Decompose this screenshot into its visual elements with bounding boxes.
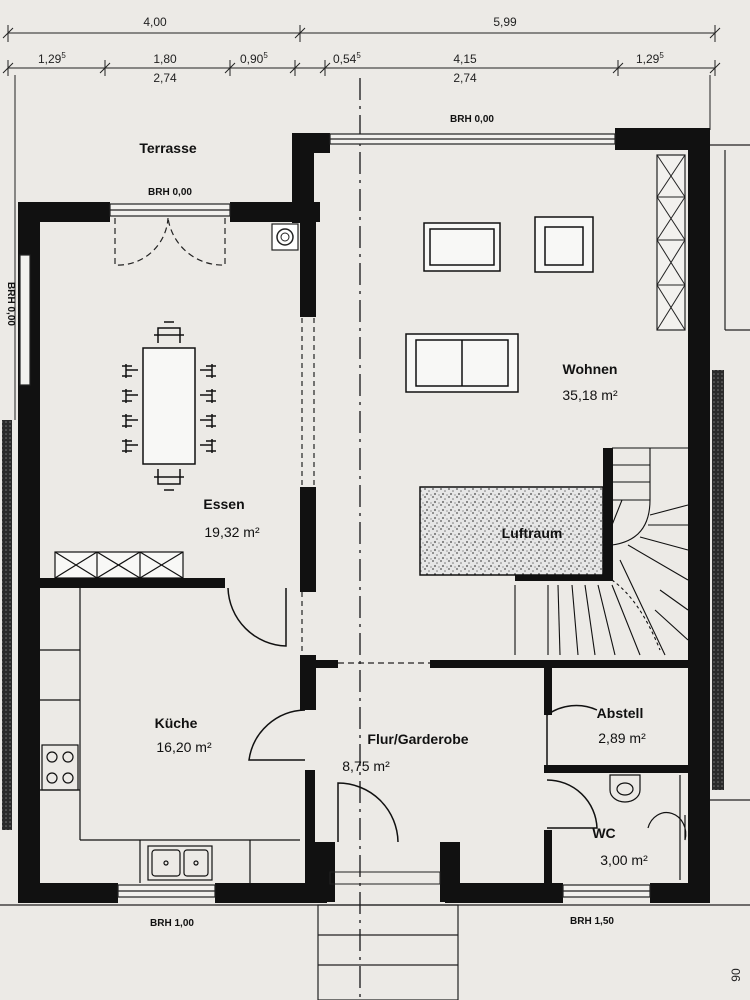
- opening-essen-wohnen: [301, 318, 315, 655]
- brh-wohnen-top: BRH 0,00: [450, 114, 494, 125]
- dim-3: 0,905: [240, 51, 268, 66]
- corner-mark: 90: [729, 968, 743, 982]
- room-area-wc: 3,00 m²: [600, 852, 648, 868]
- room-area-kueche: 16,20 m²: [156, 739, 212, 755]
- entrance-step: [329, 871, 441, 885]
- outer-frame: [0, 144, 750, 1000]
- dim-2-bottom: 2,74: [153, 71, 177, 85]
- room-area-wohnen: 35,18 m²: [562, 387, 618, 403]
- dining-chairs: [122, 321, 216, 491]
- door-wc: [546, 779, 598, 829]
- sideboard: [54, 551, 184, 579]
- stove-icon: [41, 744, 79, 791]
- room-area-abstell: 2,89 m²: [598, 730, 646, 746]
- dim-5-bottom: 2,74: [453, 71, 477, 85]
- room-label-luftraum: Luftraum: [502, 525, 563, 541]
- room-label-wc: WC: [592, 825, 615, 841]
- room-label-terrasse: Terrasse: [139, 140, 197, 156]
- living-furniture: [405, 216, 594, 393]
- dim-2-top: 1,80: [153, 52, 177, 66]
- door-abstell: [546, 704, 598, 765]
- room-label-flur: Flur/Garderobe: [367, 731, 468, 747]
- door-essen-kueche: [227, 587, 287, 647]
- terrace-door: [114, 217, 226, 266]
- chimney: [271, 223, 299, 251]
- staircase: [514, 447, 689, 656]
- dim-1: 1,295: [38, 51, 66, 66]
- luftraum-area: [419, 486, 604, 576]
- dim-6: 1,295: [636, 51, 664, 66]
- brh-essen-left: BRH 0,00: [5, 282, 16, 326]
- kitchen-counter: [40, 588, 300, 883]
- sink-icon: [147, 845, 213, 881]
- dim-top-left: 4,00: [143, 15, 167, 29]
- room-area-flur: 8,75 m²: [342, 758, 390, 774]
- dining-table: [142, 347, 196, 465]
- room-label-kueche: Küche: [155, 715, 198, 731]
- brh-kueche-bottom: BRH 1,00: [150, 918, 194, 929]
- dimension-lines: [2, 25, 721, 420]
- door-entrance: [337, 782, 399, 843]
- dim-5-top: 4,15: [453, 52, 477, 66]
- brh-essen-top: BRH 0,00: [148, 187, 192, 198]
- door-kueche-flur: [248, 709, 306, 761]
- room-label-abstell: Abstell: [597, 705, 644, 721]
- dim-4: 0,545: [333, 51, 361, 66]
- brh-wc-bottom: BRH 1,50: [570, 916, 614, 927]
- wc-fixtures: [609, 774, 687, 880]
- neighbor-wall-left: [2, 420, 12, 830]
- window-wohnen-right-cross: [656, 154, 686, 331]
- room-label-essen: Essen: [203, 496, 244, 512]
- walls: [18, 128, 710, 903]
- windows-group: [19, 133, 686, 898]
- room-area-essen: 19,32 m²: [204, 524, 260, 540]
- room-label-wohnen: Wohnen: [563, 361, 618, 377]
- neighbor-wall: [712, 370, 724, 790]
- dim-top-right: 5,99: [493, 15, 517, 29]
